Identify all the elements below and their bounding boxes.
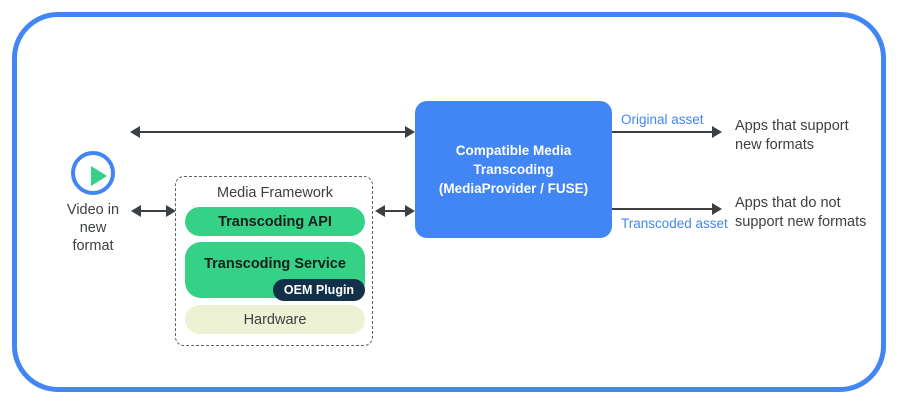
original-asset-label: Original asset	[621, 112, 704, 127]
hardware-box[interactable]: Hardware	[185, 305, 365, 334]
top-arrow-head-right	[405, 126, 415, 138]
oem-plugin-badge[interactable]: OEM Plugin	[273, 279, 365, 301]
transcoded-asset-arrow-head	[712, 203, 722, 215]
cmt-text-block: Compatible Media Transcoding (MediaProvi…	[431, 141, 596, 198]
transcoded-asset-label: Transcoded asset	[621, 216, 728, 231]
compatible-media-transcoding-box[interactable]: Compatible Media Transcoding (MediaProvi…	[415, 101, 612, 238]
framework-cmt-arrow-head-right	[405, 205, 415, 217]
apps-no-support-line1: Apps that do not	[735, 195, 841, 211]
hardware-label: Hardware	[243, 311, 307, 328]
transcoding-api-box[interactable]: Transcoding API	[185, 207, 365, 236]
media-framework-title: Media Framework	[216, 185, 334, 201]
transcoding-service-box[interactable]: Transcoding Service	[185, 242, 365, 298]
apps-support-line2: new formats	[735, 137, 814, 153]
original-asset-arrow-head	[712, 126, 722, 138]
video-framework-arrow-line	[140, 210, 166, 212]
transcoding-service-label: Transcoding Service	[204, 256, 346, 272]
transcoded-asset-arrow-line	[612, 208, 714, 210]
apps-support-label: Apps that support new formats	[735, 117, 849, 155]
transcoding-api-label: Transcoding API	[218, 213, 332, 230]
cmt-line2: Transcoding	[473, 162, 554, 177]
media-framework-container: Media Framework Transcoding API Transcod…	[175, 176, 373, 346]
oem-plugin-label: OEM Plugin	[283, 283, 355, 297]
original-asset-arrow-line	[612, 131, 714, 133]
video-caption-line3: format	[72, 238, 114, 254]
apps-no-support-label: Apps that do not support new formats	[735, 194, 866, 232]
top-arrow-line	[139, 131, 405, 133]
video-framework-arrow-head-left	[131, 205, 141, 217]
cmt-line3: (MediaProvider / FUSE)	[438, 181, 589, 196]
top-arrow-head-left	[130, 126, 140, 138]
video-framework-arrow-head-right	[166, 205, 176, 217]
apps-no-support-line2: support new formats	[735, 214, 867, 230]
apps-support-line1: Apps that support	[735, 118, 849, 134]
cmt-line1: Compatible Media	[455, 143, 572, 158]
play-circle-icon	[71, 151, 115, 195]
video-caption-line1: Video in	[66, 202, 120, 218]
play-triangle-icon	[91, 166, 107, 186]
framework-cmt-arrow-head-left	[375, 205, 385, 217]
video-source-caption: Video in new format	[43, 201, 143, 255]
framework-cmt-arrow-line	[384, 210, 406, 212]
video-caption-line2: new	[79, 220, 107, 236]
